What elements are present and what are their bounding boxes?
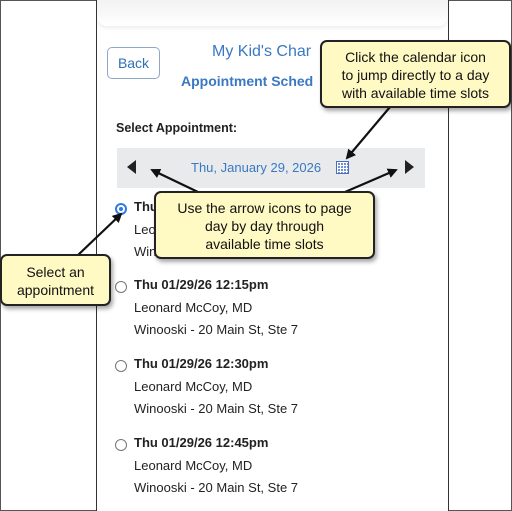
select-appointment-label: Select Appointment:	[116, 121, 238, 135]
top-bar	[97, 0, 448, 26]
current-date: Thu, January 29, 2026	[191, 160, 322, 175]
page-subtitle: Appointment Sched	[181, 73, 314, 89]
appointment-location: Winooski - 20 Main St, Ste 7	[134, 480, 299, 495]
phone-screen: Back My Kid's Char Appointment Sched Sel…	[96, 0, 449, 511]
arrow-to-radio	[77, 212, 123, 256]
app-title: My Kid's Char	[212, 43, 312, 60]
appointment-time: Thu	[134, 199, 158, 214]
appointment-location: Winooski - 20 Main St, Ste 7	[134, 401, 299, 416]
arrows-callout: Use the arrow icons to page day by day t…	[154, 191, 375, 259]
callout-line: to jump directly to a day	[341, 67, 490, 83]
appointment-location: Winooski - 20 Main St, Ste 7	[134, 322, 299, 337]
chevron-right-icon[interactable]	[405, 160, 414, 174]
appointment-radio[interactable]	[115, 281, 127, 293]
arrow-to-next-icon	[344, 168, 398, 194]
appointment-doctor: Leonard McCoy, MD	[134, 458, 253, 473]
select-callout: Select an appointment	[0, 254, 111, 306]
chevron-left-icon[interactable]	[127, 160, 136, 174]
callout-line: available time slots	[205, 236, 324, 252]
appointment-time: Thu 01/29/26 12:30pm	[134, 356, 269, 371]
back-button[interactable]: Back	[107, 47, 160, 79]
appointment-doctor: Leonard McCoy, MD	[134, 379, 253, 394]
appointment-doctor: Leonard McCoy, MD	[134, 300, 253, 315]
callout-line: Click the calendar icon	[345, 49, 486, 65]
calendar-icon[interactable]	[336, 161, 349, 174]
appointment-radio[interactable]	[115, 360, 127, 372]
callout-line: day by day through	[204, 218, 325, 234]
appointment-time: Thu 01/29/26 12:45pm	[134, 435, 269, 450]
arrow-to-prev-icon	[150, 168, 199, 193]
arrow-to-calendar-icon	[345, 106, 391, 160]
callout-line: with available time slots	[341, 85, 490, 101]
appointment-radio[interactable]	[115, 439, 127, 451]
callout-line: Use the arrow icons to page	[177, 200, 352, 216]
appointment-time: Thu 01/29/26 12:15pm	[134, 277, 269, 292]
callout-line: Select an	[26, 264, 85, 280]
appointment-doctor: Leo	[134, 222, 156, 237]
date-navigation-bar: Thu, January 29, 2026	[117, 148, 425, 188]
calendar-callout: Click the calendar icon to jump directly…	[320, 40, 511, 108]
callout-line: appointment	[16, 282, 95, 298]
